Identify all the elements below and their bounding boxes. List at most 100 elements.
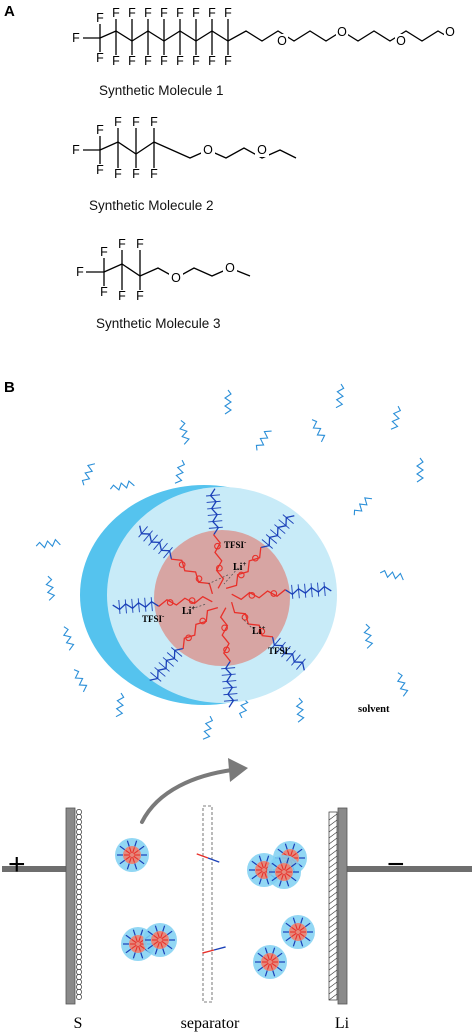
oxygen-site (178, 561, 186, 568)
fluorine-atom: F (112, 6, 120, 20)
sulfur-particle (76, 829, 82, 835)
fluorine-atom: F (144, 54, 152, 68)
foil-hatch (328, 867, 338, 875)
oxygen-site (199, 617, 207, 625)
foil-hatch (328, 831, 338, 839)
fluorine-atom: F (118, 237, 126, 251)
fluorine-bond (207, 513, 222, 516)
solvent-molecule (396, 672, 409, 697)
oxygen-atom: O (203, 143, 213, 157)
minus-sign: − (387, 848, 405, 881)
oxygen-site (188, 597, 196, 604)
sulfur-particle (76, 914, 82, 920)
anode-electrode (337, 807, 348, 1005)
fluorine-bond (150, 672, 162, 682)
foil-hatch (328, 819, 338, 827)
sulfur-particle (76, 959, 82, 965)
battery-cell (2, 805, 472, 1005)
fluorine-bond (222, 680, 237, 683)
sulfur-particle (76, 949, 82, 955)
fluorine-bond (221, 667, 236, 670)
sulfur-particle (76, 909, 82, 915)
fluorine-bond (148, 534, 158, 546)
solvent-molecule (179, 419, 190, 445)
fluoro-chain (224, 661, 235, 708)
fluorine-bond (153, 538, 163, 550)
anode-label: Li (335, 1015, 350, 1032)
mini-micelle (281, 915, 315, 949)
fluoro-chain (209, 488, 220, 535)
oxygen-site (216, 564, 223, 572)
sulfur-particle (76, 979, 82, 985)
separator-membrane (202, 805, 213, 1003)
fluorine-bond (162, 657, 174, 667)
fluorine-atom: F (160, 6, 168, 20)
fluorine-bond (143, 530, 153, 542)
foil-hatch (328, 975, 338, 983)
sulfur-particle (76, 899, 82, 905)
oxygen-site (195, 575, 203, 583)
sulfur-particle (76, 869, 82, 875)
solvent-molecule (379, 569, 404, 581)
curved-arrow-head (228, 758, 248, 782)
sulfur-particle (76, 974, 82, 980)
surfactant-arm (112, 595, 213, 614)
mini-micelles (115, 838, 315, 979)
molecule-2-caption: Synthetic Molecule 2 (89, 198, 214, 213)
solvent-label: solvent (358, 704, 390, 715)
oxygen-gap (223, 261, 237, 275)
fluorine-bond (223, 699, 238, 702)
fluorine-atom: F (176, 54, 184, 68)
sulfur-particle (76, 859, 82, 865)
fluorine-bond (310, 583, 313, 598)
fluorine-bond (163, 547, 173, 559)
fluorine-atom: F (150, 115, 158, 129)
sulfur-particle (76, 864, 82, 870)
fluorine-atom: F (118, 289, 126, 303)
fluorine-atom: F (224, 54, 232, 68)
fluorine-atom: F (136, 237, 144, 251)
coordination-line (223, 567, 239, 585)
foil-hatch (328, 879, 338, 887)
fluorine-atom: F (96, 51, 104, 65)
foil-hatch (328, 927, 338, 935)
sulfur-particle (76, 889, 82, 895)
ether-chain (231, 588, 286, 601)
fluorine-bond (304, 583, 307, 598)
fluoro-chain (139, 525, 173, 559)
cathode-lead (2, 866, 68, 872)
fluoro-chain (149, 647, 183, 681)
mini-micelle (115, 838, 149, 872)
foil-hatch (328, 909, 338, 917)
fluorine-bond (138, 526, 148, 538)
fluorine-atom: F (224, 6, 232, 20)
fluorine-bond (261, 539, 273, 549)
cathode-label: S (74, 1015, 83, 1032)
fluorine-atom: F (208, 6, 216, 20)
mini-micelle (143, 923, 177, 957)
foil-hatch (328, 861, 338, 869)
sulfur-particle (76, 809, 82, 815)
surfactant-arm (231, 582, 332, 601)
oxygen-site (270, 590, 278, 597)
sulfur-particle (76, 894, 82, 900)
foil-hatch (328, 903, 338, 911)
sulfur-particle (76, 879, 82, 885)
sulfur-particle (76, 874, 82, 880)
fluorine-atom: F (176, 6, 184, 20)
fluorine-bond (208, 520, 223, 523)
small-molecule (196, 853, 220, 863)
tfsi-anion-label: TFSI- (268, 644, 291, 656)
fluorine-bond (144, 597, 147, 612)
solvent-molecule (295, 697, 305, 723)
fluorine-bond (223, 693, 238, 696)
fluorine-bond (265, 534, 278, 544)
oxygen-site (248, 592, 256, 599)
micelle-core (154, 530, 290, 666)
fluorine-atom: F (72, 31, 80, 45)
oxygen-atom: O (396, 34, 406, 48)
sulfur-particle (76, 994, 82, 1000)
coordination-line (187, 603, 207, 611)
surfactant-arm (219, 607, 238, 708)
